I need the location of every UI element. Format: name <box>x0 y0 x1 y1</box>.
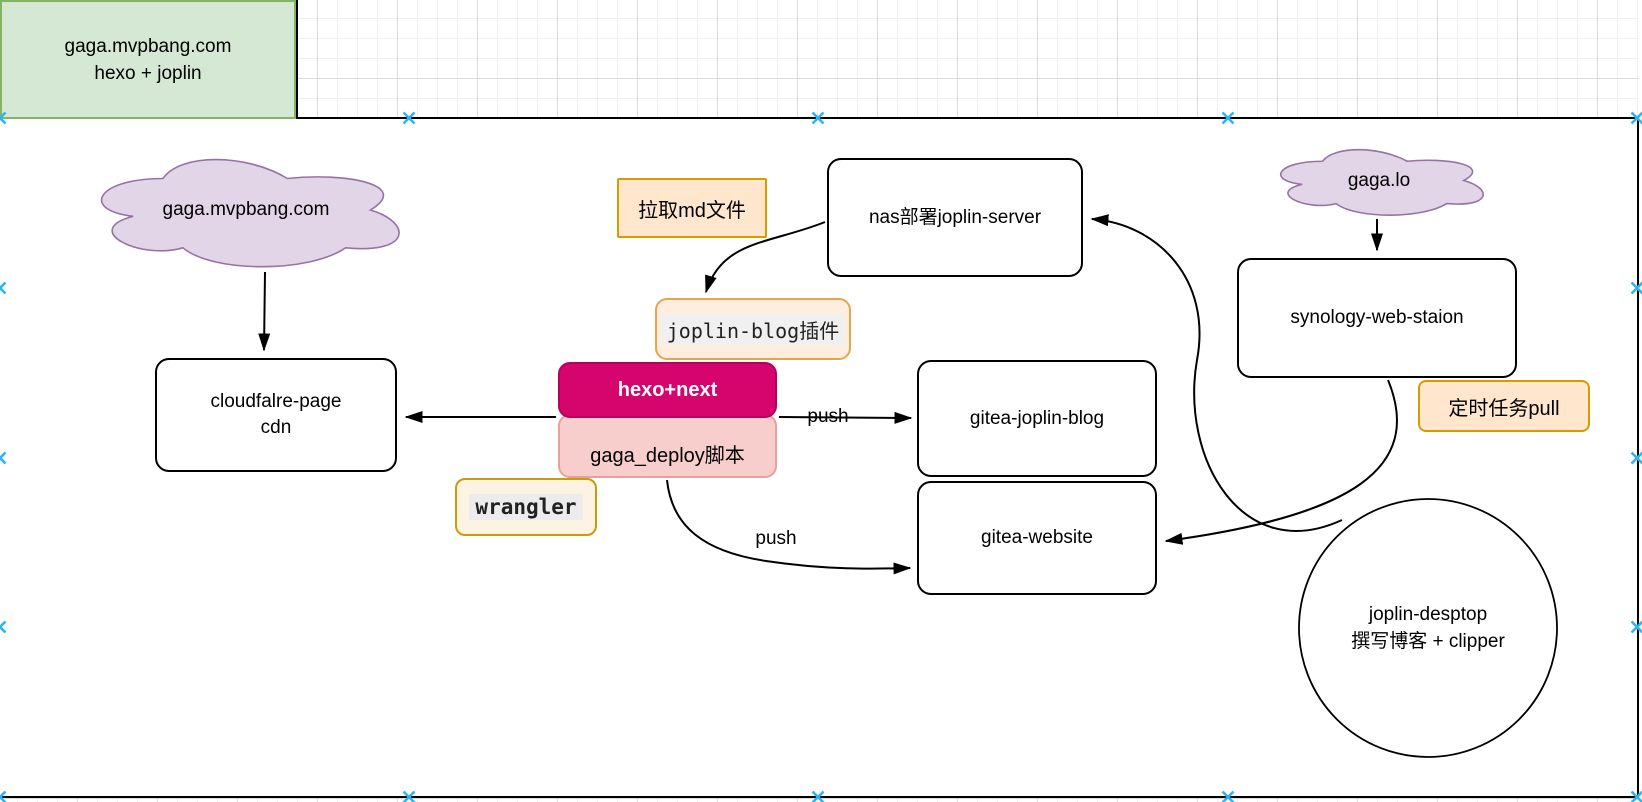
node-label: gitea-joplin-blog <box>970 406 1104 432</box>
edge-cloud-to-cdn[interactable] <box>264 272 265 350</box>
node-cloudflare-page-cdn[interactable]: cloudfalre-page cdn <box>155 358 397 472</box>
selection-handle <box>1632 453 1642 464</box>
node-label-line-2: cdn <box>261 415 292 441</box>
node-label: synology-web-staion <box>1290 305 1463 331</box>
selection-handle <box>1632 792 1642 802</box>
selection-handle <box>404 113 415 124</box>
selection-handle <box>0 453 6 464</box>
label-wrangler[interactable]: wrangler <box>455 478 597 536</box>
node-label: gaga_deploy脚本 <box>590 439 745 468</box>
cloud-label: gaga.lo <box>1266 142 1492 219</box>
selection-handle <box>0 792 6 802</box>
label-cron-pull[interactable]: 定时任务pull <box>1418 380 1590 432</box>
tag-text: 拉取md文件 <box>638 194 746 223</box>
edge-label-text: push <box>755 528 796 550</box>
selection-handle <box>813 113 824 124</box>
selection-handle <box>0 622 6 633</box>
node-label: hexo+next <box>618 379 717 402</box>
edge-label-text: push <box>807 406 848 428</box>
circle-label-line-1: joplin-desptop <box>1369 601 1487 628</box>
selection-handle <box>0 113 6 124</box>
node-gitea-joplin-blog[interactable]: gitea-joplin-blog <box>917 360 1157 477</box>
node-hexo-next[interactable]: hexo+next <box>558 362 777 418</box>
selection-handle <box>813 792 824 802</box>
label-pull-md-file[interactable]: 拉取md文件 <box>617 178 767 238</box>
tag-text: joplin-blog插件 <box>661 314 845 345</box>
node-label: gitea-website <box>981 525 1093 551</box>
selection-handle <box>1632 283 1642 294</box>
tag-text: wrangler <box>469 494 582 520</box>
tag-text: 定时任务pull <box>1448 392 1559 421</box>
edge-label-push-bottom[interactable]: push <box>741 526 811 552</box>
node-gaga-deploy-script[interactable]: gaga_deploy脚本 <box>558 414 777 478</box>
node-gitea-website[interactable]: gitea-website <box>917 481 1157 595</box>
label-joplin-blog-plugin[interactable]: joplin-blog插件 <box>655 298 851 360</box>
cloud-gaga-mvpbang[interactable]: gaga.mvpbang.com <box>80 147 412 273</box>
cloud-label: gaga.mvpbang.com <box>80 147 412 273</box>
cloud-gaga-lo[interactable]: gaga.lo <box>1266 142 1492 219</box>
selection-handle <box>1632 622 1642 633</box>
selection-handle <box>1632 113 1642 124</box>
edge-deploy-to-gitea-website[interactable] <box>667 480 910 569</box>
node-label-line-1: cloudfalre-page <box>211 389 342 415</box>
edge-label-push-top[interactable]: push <box>793 404 863 430</box>
selection-handle <box>1223 113 1234 124</box>
node-synology-web-station[interactable]: synology-web-staion <box>1237 258 1517 378</box>
joplin-desktop-label: joplin-desptop 撰写博客 + clipper <box>1298 575 1558 681</box>
node-nas-joplin-server[interactable]: nas部署joplin-server <box>827 158 1083 277</box>
selection-handle <box>0 283 6 294</box>
selection-handle <box>1223 792 1234 802</box>
selection-handle <box>404 792 415 802</box>
circle-label-line-2: 撰写博客 + clipper <box>1351 628 1505 655</box>
node-label: nas部署joplin-server <box>869 205 1041 231</box>
